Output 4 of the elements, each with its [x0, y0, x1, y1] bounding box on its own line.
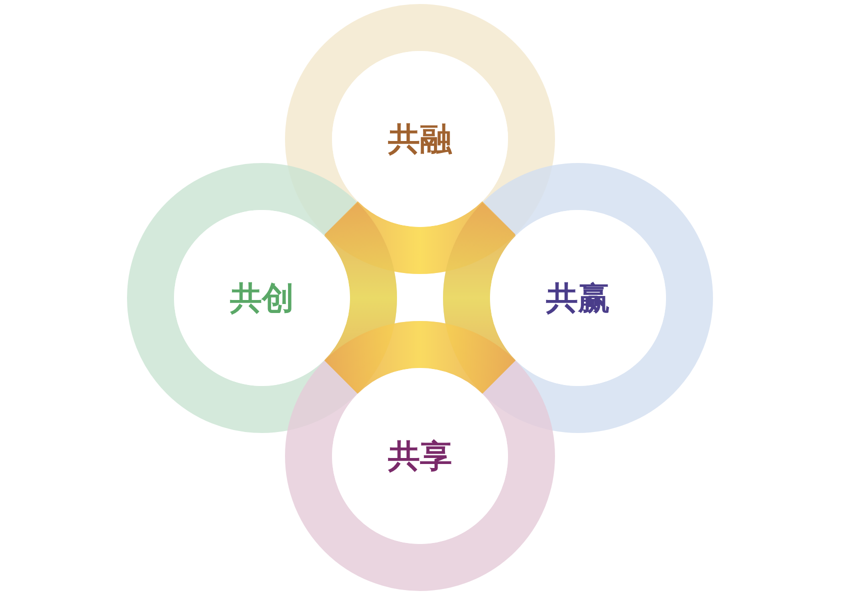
circle-label: 共享 [388, 436, 452, 477]
circle-label: 共创 [230, 278, 294, 319]
circle-label: 共赢 [546, 278, 610, 319]
circle-label: 共融 [388, 119, 452, 160]
